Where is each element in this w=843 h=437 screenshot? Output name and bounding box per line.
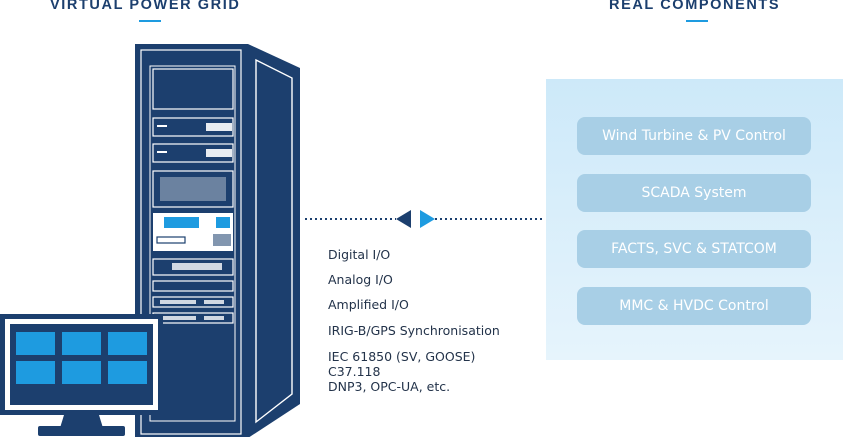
heading-underline-left <box>139 20 161 22</box>
virtual-power-grid-heading: VIRTUAL POWER GRID <box>50 0 241 13</box>
component-mmc-hvdc-control[interactable]: MMC & HVDC Control <box>577 287 811 325</box>
io-protocol-dnp3-opcua: DNP3, OPC-UA, etc. <box>328 379 451 394</box>
heading-underline-right <box>686 20 708 22</box>
real-components-heading: REAL COMPONENTS <box>609 0 781 13</box>
component-scada-system[interactable]: SCADA System <box>577 174 811 212</box>
io-irig-b-gps: IRIG-B/GPS Synchronisation <box>328 323 500 338</box>
monitor-icon <box>0 314 163 436</box>
io-amplified: Amplified I/O <box>328 297 409 312</box>
bidirectional-arrow-icon <box>305 210 545 228</box>
io-analog: Analog I/O <box>328 272 393 287</box>
io-digital: Digital I/O <box>328 247 391 262</box>
component-wind-turbine-pv-control[interactable]: Wind Turbine & PV Control <box>577 117 811 155</box>
component-facts-svc-statcom[interactable]: FACTS, SVC & STATCOM <box>577 230 811 268</box>
server-rack-icon <box>135 44 300 437</box>
io-protocol-c37118: C37.118 <box>328 364 381 379</box>
io-protocol-iec61850: IEC 61850 (SV, GOOSE) <box>328 349 476 364</box>
